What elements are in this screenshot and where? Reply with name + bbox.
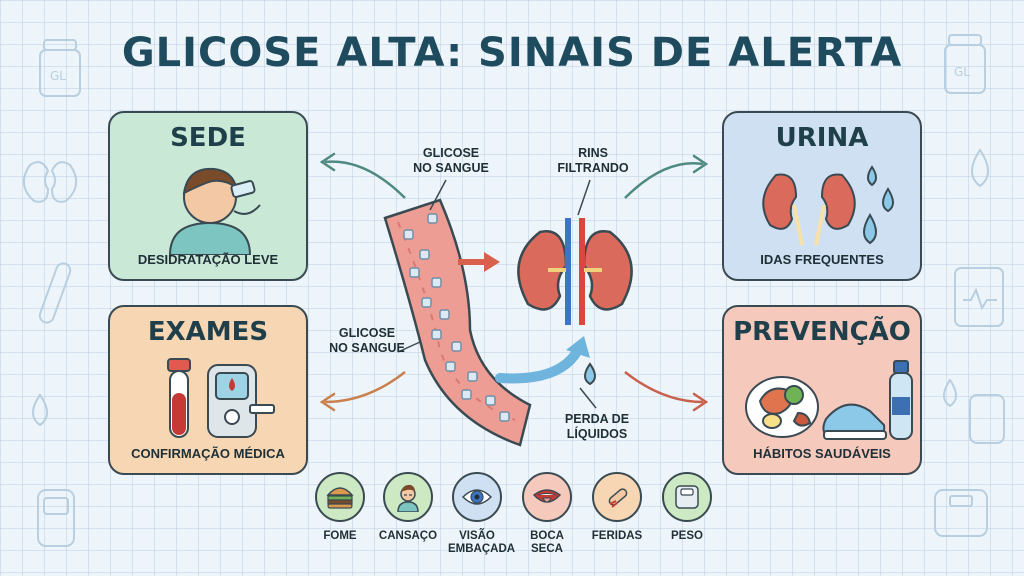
symptom-label: CANSAÇO — [378, 530, 438, 542]
symptom-visao-embacada: VISÃO EMBAÇADA — [442, 472, 516, 556]
card-urina-caption: IDAS FREQUENTES — [760, 252, 884, 267]
test-tube-icon — [38, 262, 72, 324]
arrow-to-urina — [624, 154, 709, 199]
card-sede-caption: DESIDRATAÇÃO LEVE — [137, 252, 279, 267]
svg-text:GL: GL — [50, 69, 66, 83]
label-fluid-loss: PERDA DE LÍQUIDOS — [564, 412, 630, 441]
card-sede: SEDE DESIDRATAÇÃO LEVE — [108, 111, 308, 281]
glucometer-icon — [37, 489, 75, 547]
symptom-label: BOCA SECA — [530, 530, 564, 555]
jar-icon: GL — [944, 34, 986, 94]
symptom-label: PESO — [671, 530, 703, 542]
card-prevencao-title: PREVENÇÃO — [733, 317, 911, 347]
kidneys-drops-icon — [762, 165, 894, 246]
label-kidneys-filtering: RINS FILTRANDO — [557, 146, 629, 175]
clipboard-icon — [954, 267, 1004, 327]
eye-icon — [461, 489, 493, 505]
glucose-particles — [403, 213, 510, 422]
jar-icon: GL — [39, 39, 81, 97]
card-exames: EXAMES CONFIRMAÇÃO MÉDICA — [108, 305, 308, 475]
symptom-fome: FOME — [305, 472, 375, 543]
tired-person-icon — [397, 484, 419, 512]
card-prevencao-caption: HÁBITOS SAUDÁVEIS — [753, 446, 891, 461]
scale-icon — [934, 489, 988, 537]
card-urina: URINA IDAS FREQUENTES — [722, 111, 922, 281]
label-glucose-top: GLICOSE NO SANGUE — [413, 146, 489, 175]
kidneys-icon — [517, 218, 633, 325]
burger-icon — [326, 487, 354, 509]
page-title: GLICOSE ALTA: SINAIS DE ALERTA — [121, 30, 903, 76]
drop-icon — [32, 148, 989, 427]
wound-icon — [608, 488, 628, 508]
symptom-label: FERIDAS — [591, 530, 643, 542]
arrow-to-sede — [319, 152, 406, 199]
scale-icon — [675, 485, 699, 509]
symptom-label: VISÃO EMBAÇADA — [448, 530, 516, 555]
healthy-habits-icon — [745, 360, 913, 440]
symptom-label: FOME — [323, 530, 357, 542]
card-sede-title: SEDE — [170, 123, 246, 153]
kidney-icon — [23, 161, 77, 203]
card-exames-caption: CONFIRMAÇÃO MÉDICA — [131, 446, 285, 461]
arrow-vessel-to-kidneys — [458, 252, 500, 272]
symptom-cansaco: CANSAÇO — [373, 472, 443, 543]
card-urina-title: URINA — [775, 123, 869, 153]
symptom-boca-seca: BOCA SECA — [512, 472, 582, 556]
symptom-feridas: FERIDAS — [582, 472, 652, 543]
mouth-icon — [532, 489, 562, 503]
blood-vessel-icon — [383, 198, 532, 447]
glucose-meter-icon — [167, 358, 275, 438]
card-prevencao: PREVENÇÃO HÁBITOS SAUDÁVEIS — [722, 305, 922, 475]
arrow-to-prevencao — [624, 371, 709, 412]
svg-text:GL: GL — [954, 65, 970, 79]
symptom-peso: PESO — [652, 472, 722, 543]
meter-icon — [969, 394, 1005, 444]
person-drinking-icon — [168, 167, 261, 255]
label-glucose-left: GLICOSE NO SANGUE — [329, 326, 405, 355]
arrow-to-exames — [319, 371, 406, 412]
card-exames-title: EXAMES — [147, 317, 269, 347]
fluid-loss-arrow — [495, 336, 597, 409]
